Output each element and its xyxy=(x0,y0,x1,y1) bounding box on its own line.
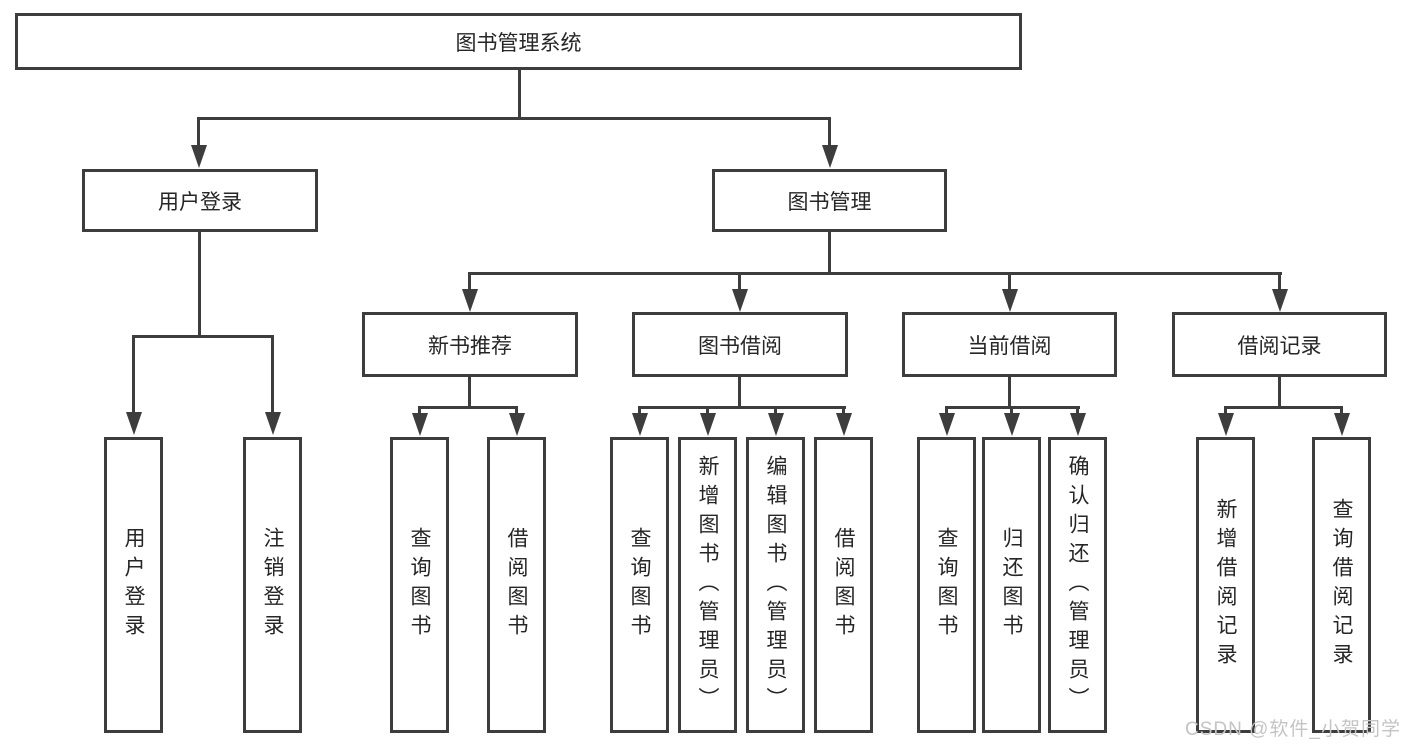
node-label: 查询借阅记录 xyxy=(1330,498,1353,672)
node-book-management-branch: 图书管理 xyxy=(712,169,947,232)
node-label: 编辑图书（管理员） xyxy=(764,454,787,716)
connector-line xyxy=(774,406,777,414)
leaf-borrow-books: 借阅图书 xyxy=(814,437,873,733)
arrowhead-down-icon xyxy=(836,413,852,436)
node-label: 用户登录 xyxy=(158,190,242,214)
leaf-user-login: 用户登录 xyxy=(104,437,163,733)
connector-line xyxy=(1008,377,1011,406)
connector-line xyxy=(738,377,741,406)
node-label: 查询图书 xyxy=(935,527,958,643)
connector-line xyxy=(638,406,846,409)
node-label: 图书管理 xyxy=(787,190,872,214)
node-label: 图书借阅 xyxy=(698,334,782,358)
leaf-return-books: 归还图书 xyxy=(982,437,1041,733)
connector-line xyxy=(1340,406,1343,414)
node-label: 新增借阅记录 xyxy=(1214,498,1237,672)
leaf-borrow-books-recommend: 借阅图书 xyxy=(487,437,546,733)
arrowhead-down-icon xyxy=(265,412,281,435)
connector-line xyxy=(271,335,274,412)
connector-line xyxy=(197,117,831,120)
connector-line xyxy=(515,406,518,414)
arrowhead-down-icon xyxy=(822,145,838,168)
node-label: 当前借阅 xyxy=(967,334,1052,358)
connector-line xyxy=(1076,406,1079,414)
connector-line xyxy=(132,335,135,412)
arrowhead-down-icon xyxy=(939,413,955,436)
node-label: 借阅记录 xyxy=(1237,334,1322,358)
arrowhead-down-icon xyxy=(1002,289,1018,312)
connector-line xyxy=(1008,272,1011,289)
arrowhead-down-icon xyxy=(126,412,142,435)
node-label: 归还图书 xyxy=(1000,527,1023,643)
leaf-query-books-recommend: 查询图书 xyxy=(390,437,449,733)
arrowhead-down-icon xyxy=(412,413,428,436)
connector-line xyxy=(197,117,200,148)
leaf-edit-books-admin: 编辑图书（管理员） xyxy=(746,437,805,733)
leaf-add-books-admin: 新增图书（管理员） xyxy=(678,437,737,733)
connector-line xyxy=(706,406,709,414)
connector-line xyxy=(518,70,521,117)
connector-line xyxy=(1224,406,1227,414)
csdn-watermark: CSDN @软件_小贺同学 xyxy=(1185,719,1401,740)
node-label: 查询图书 xyxy=(408,527,431,643)
connector-line xyxy=(738,272,741,289)
arrowhead-down-icon xyxy=(1334,413,1350,436)
node-current-borrowing: 当前借阅 xyxy=(902,312,1117,377)
node-label: 用户登录 xyxy=(122,527,145,643)
leaf-logout: 注销登录 xyxy=(243,437,302,733)
leaf-add-borrow-record: 新增借阅记录 xyxy=(1196,437,1255,733)
connector-line xyxy=(1010,406,1013,414)
connector-line xyxy=(1278,272,1281,289)
connector-line xyxy=(1278,377,1281,406)
connector-line xyxy=(468,377,471,406)
node-label: 借阅图书 xyxy=(832,527,855,643)
arrowhead-down-icon xyxy=(632,413,648,436)
node-label: 新增图书（管理员） xyxy=(696,454,719,716)
node-label: 新书推荐 xyxy=(428,334,512,358)
connector-line xyxy=(842,406,845,414)
arrowhead-down-icon xyxy=(191,145,207,168)
node-borrowing-records: 借阅记录 xyxy=(1172,312,1387,377)
node-label: 确认归还（管理员） xyxy=(1066,454,1089,716)
connector-line xyxy=(198,232,201,335)
leaf-query-books-borrowing: 查询图书 xyxy=(610,437,669,733)
arrowhead-down-icon xyxy=(1218,413,1234,436)
node-new-book-recommendation: 新书推荐 xyxy=(362,312,578,377)
arrowhead-down-icon xyxy=(1272,289,1288,312)
connector-line xyxy=(418,406,421,414)
leaf-query-books-current: 查询图书 xyxy=(917,437,976,733)
arrowhead-down-icon xyxy=(1070,413,1086,436)
node-label: 注销登录 xyxy=(261,527,284,643)
arrowhead-down-icon xyxy=(462,289,478,312)
arrowhead-down-icon xyxy=(700,413,716,436)
arrowhead-down-icon xyxy=(732,289,748,312)
connector-line xyxy=(828,232,831,272)
node-book-borrowing: 图书借阅 xyxy=(632,312,848,377)
arrowhead-down-icon xyxy=(509,413,525,436)
connector-line xyxy=(418,406,518,409)
arrowhead-down-icon xyxy=(1004,413,1020,436)
node-library-management-system: 图书管理系统 xyxy=(15,13,1022,70)
node-label: 借阅图书 xyxy=(505,527,528,643)
connector-line xyxy=(468,272,1282,275)
node-label: 图书管理系统 xyxy=(455,31,582,55)
connector-line xyxy=(638,406,641,414)
connector-line xyxy=(468,272,471,289)
node-user-login-branch: 用户登录 xyxy=(82,169,318,232)
arrowhead-down-icon xyxy=(768,413,784,436)
connector-line xyxy=(828,117,831,148)
leaf-query-borrow-record: 查询借阅记录 xyxy=(1312,437,1371,733)
connector-line xyxy=(132,335,274,338)
connector-line xyxy=(945,406,948,414)
connector-line xyxy=(1224,406,1343,409)
node-label: 查询图书 xyxy=(628,527,651,643)
leaf-confirm-return-admin: 确认归还（管理员） xyxy=(1048,437,1107,733)
